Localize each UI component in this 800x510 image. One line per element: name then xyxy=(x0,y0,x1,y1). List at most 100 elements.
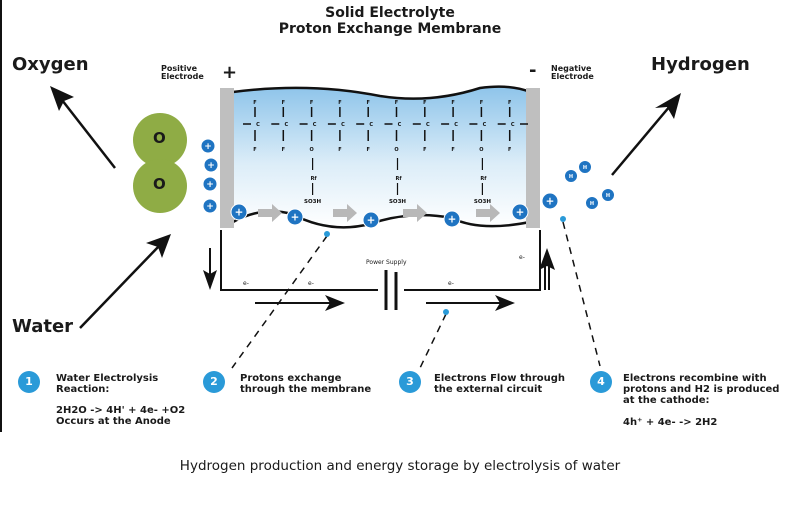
hydrogen-atom-circle xyxy=(601,188,615,202)
step-4-text-line-2: protons and H2 is produced xyxy=(623,384,780,395)
proton: + xyxy=(541,192,559,210)
water-arrowhead xyxy=(146,234,171,258)
water-arrow xyxy=(79,244,161,329)
leader-dot-4 xyxy=(560,216,566,222)
hydrogen-atom-label: H xyxy=(583,165,587,171)
electron-label-2: e- xyxy=(308,280,314,287)
gray-flow-arrow xyxy=(476,204,500,222)
proton-circle xyxy=(286,208,304,226)
minus-sign: - xyxy=(529,60,537,81)
fluorine-atom: F xyxy=(451,100,454,106)
proton-circle xyxy=(443,210,461,228)
step-1-equation: 2H2O -> 4H' + 4e- +O2 Occurs at the Anod… xyxy=(56,405,185,427)
fluorine-atom: F xyxy=(366,100,369,106)
carbon-atom: C xyxy=(511,122,515,128)
step-1-text-line-2: Reaction: xyxy=(56,384,110,395)
step-2-badge: 2 xyxy=(203,371,225,393)
electron-label-4: e- xyxy=(519,254,525,261)
polymer-chain: FCFFCFFCORfSO3HFCFFCFFCORfSO3HFCFFCFFCOR… xyxy=(243,100,528,205)
fluorine-atom: F xyxy=(310,100,313,106)
sulfonic-group: SO3H xyxy=(389,199,406,205)
step-4-equation-line-1: 4h⁺ + 4e- -> 2H2 xyxy=(623,417,718,428)
electron-flow-arrowhead-left xyxy=(325,295,345,311)
hydrogen-atom: H xyxy=(578,160,592,174)
proton-plus-sign: + xyxy=(448,214,457,226)
hydrogen-atom: H xyxy=(601,188,615,202)
hydrogen-atom-label: H xyxy=(590,201,594,207)
oxygen-arrow xyxy=(61,99,116,169)
proton-plus-sign: + xyxy=(546,196,555,208)
sulfonic-group: SO3H xyxy=(474,199,491,205)
oxygen-atom-label-bottom: O xyxy=(153,175,166,193)
oxygen-atom-top xyxy=(133,113,187,167)
fluorine-atom: F xyxy=(253,100,256,106)
step-4-equation: 4h⁺ + 4e- -> 2H2 xyxy=(623,417,717,428)
step-3-text-line-1: Electrons Flow through xyxy=(434,373,566,384)
carbon-atom: C xyxy=(483,122,487,128)
power-supply-label: Power Supply xyxy=(366,259,407,266)
proton-plus-sign: + xyxy=(291,212,300,224)
step-3-text: Electrons Flow through the external circ… xyxy=(434,373,565,395)
step-1-text: Water Electrolysis Reaction: xyxy=(56,373,158,395)
leader-dot-2 xyxy=(324,231,330,237)
hydrogen-atom-label: H xyxy=(606,193,610,199)
gray-flow-arrow xyxy=(403,204,427,222)
carbon-atom: C xyxy=(454,122,458,128)
hydrogen-atom: H xyxy=(564,169,578,183)
fluorine-atom: F xyxy=(338,147,341,153)
carbon-atom: C xyxy=(369,122,373,128)
proton-circle xyxy=(511,203,529,221)
electron-up-arrowhead xyxy=(539,248,555,270)
figure-caption: Hydrogen production and energy storage b… xyxy=(179,458,621,474)
hydrogen-label: Hydrogen xyxy=(651,54,750,75)
proton-plus-sign: + xyxy=(207,161,215,171)
rf-group: Rf xyxy=(395,176,402,182)
fluorine-atom: F xyxy=(480,100,483,106)
fluorine-atom: F xyxy=(395,100,398,106)
negative-electrode-label-2: Electrode xyxy=(551,72,594,81)
leader-line-2 xyxy=(231,235,328,369)
hydrogen-atom-circle xyxy=(564,169,578,183)
step-2-text-line-1: Protons exchange xyxy=(240,373,342,384)
fluorine-atom: F xyxy=(253,147,256,153)
carbon-atom: C xyxy=(256,122,260,128)
proton-plus-sign: + xyxy=(367,215,376,227)
proton-circle xyxy=(202,198,218,214)
carbon-atom: C xyxy=(284,122,288,128)
title-line-2: Proton Exchange Membrane xyxy=(278,21,502,37)
negative-electrode-label-1: Negative xyxy=(551,64,592,73)
step-2-text: Protons exchange through the membrane xyxy=(240,373,371,395)
proton: + xyxy=(362,211,380,229)
proton-circle xyxy=(541,192,559,210)
oxygen-arrowhead xyxy=(50,86,74,111)
title-line-1: Solid Electrolyte xyxy=(325,5,455,21)
step-1-badge: 1 xyxy=(18,371,40,393)
hydrogen-atom: H xyxy=(585,196,599,210)
negative-electrode xyxy=(526,88,540,228)
positive-electrode-label-2: Electrode xyxy=(161,72,204,81)
fluorine-atom: F xyxy=(366,147,369,153)
proton-plus-sign: + xyxy=(516,207,525,219)
gray-flow-arrow xyxy=(258,204,282,222)
step-1-text-line-1: Water Electrolysis xyxy=(56,373,159,384)
step-4-badge: 4 xyxy=(590,371,612,393)
oxygen-atom: O xyxy=(394,147,398,153)
proton-plus-sign: + xyxy=(204,142,212,152)
proton: + xyxy=(443,210,461,228)
electron-down-arrowhead xyxy=(203,270,217,290)
proton-plus-sign: + xyxy=(235,207,244,219)
left-border-line xyxy=(0,0,2,432)
proton-circle xyxy=(203,157,219,173)
leader-line-4 xyxy=(562,221,601,367)
hydrogen-arrowhead xyxy=(655,93,681,119)
water-label: Water xyxy=(12,316,74,337)
proton: + xyxy=(286,208,304,226)
step-4-text-line-3: at the cathode: xyxy=(623,395,710,406)
proton-circle xyxy=(200,138,216,154)
oxygen-label: Oxygen xyxy=(12,54,89,75)
rf-group: Rf xyxy=(480,176,487,182)
carbon-atom: C xyxy=(341,122,345,128)
